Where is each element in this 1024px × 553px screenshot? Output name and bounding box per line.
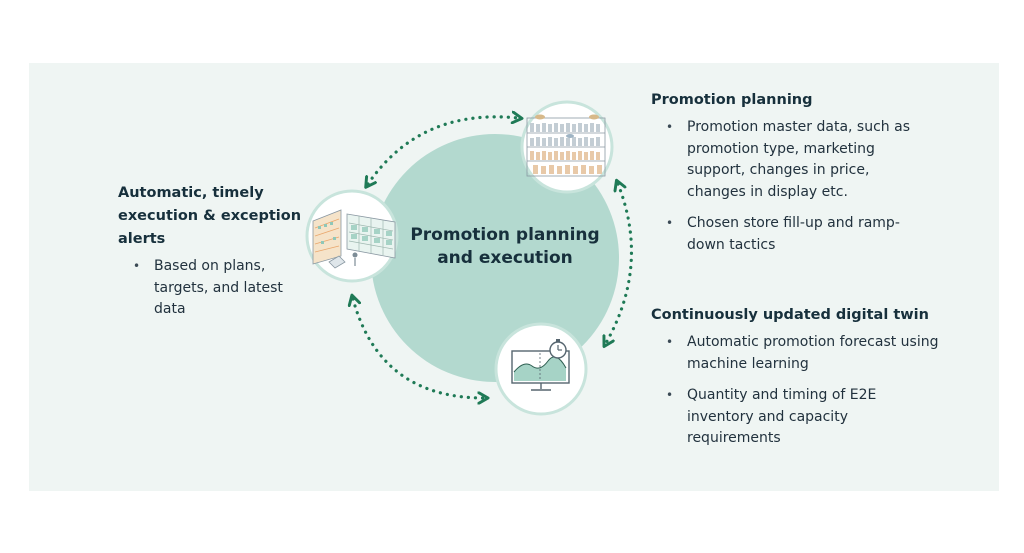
cycle-arrow-bottom: [353, 299, 484, 398]
bullet-item: Based on plans, targets, and latest data: [118, 256, 318, 321]
section-title: Continuously updated digital twin: [651, 307, 929, 323]
bullet-item: Automatic promotion forecast using machi…: [651, 332, 941, 375]
section-title: Promotion planning: [651, 92, 813, 108]
cycle-arrow-top: [368, 117, 518, 184]
store-shelves-icon: [520, 100, 614, 194]
section-title: Automatic, timely execution & exception …: [118, 185, 302, 247]
bullet-list: Automatic promotion forecast using machi…: [651, 332, 941, 450]
bullet-list: Promotion master data, such as promotion…: [651, 117, 931, 256]
warehouse-racks-icon: [305, 189, 399, 283]
section-digital-twin: Continuously updated digital twin Automa…: [651, 304, 941, 460]
center-title: Promotion planning and execution: [410, 225, 600, 268]
bullet-list: Based on plans, targets, and latest data: [118, 256, 318, 321]
section-promotion-planning: Promotion planning Promotion master data…: [651, 89, 931, 266]
cycle-arrow-right: [606, 184, 634, 343]
bullet-item: Promotion master data, such as promotion…: [651, 117, 931, 203]
bullet-item: Quantity and timing of E2E inventory and…: [651, 385, 941, 450]
section-execution-alerts: Automatic, timely execution & exception …: [118, 182, 318, 331]
forecast-monitor-icon: [494, 322, 588, 416]
bullet-item: Chosen store fill-up and ramp-down tacti…: [651, 213, 931, 256]
